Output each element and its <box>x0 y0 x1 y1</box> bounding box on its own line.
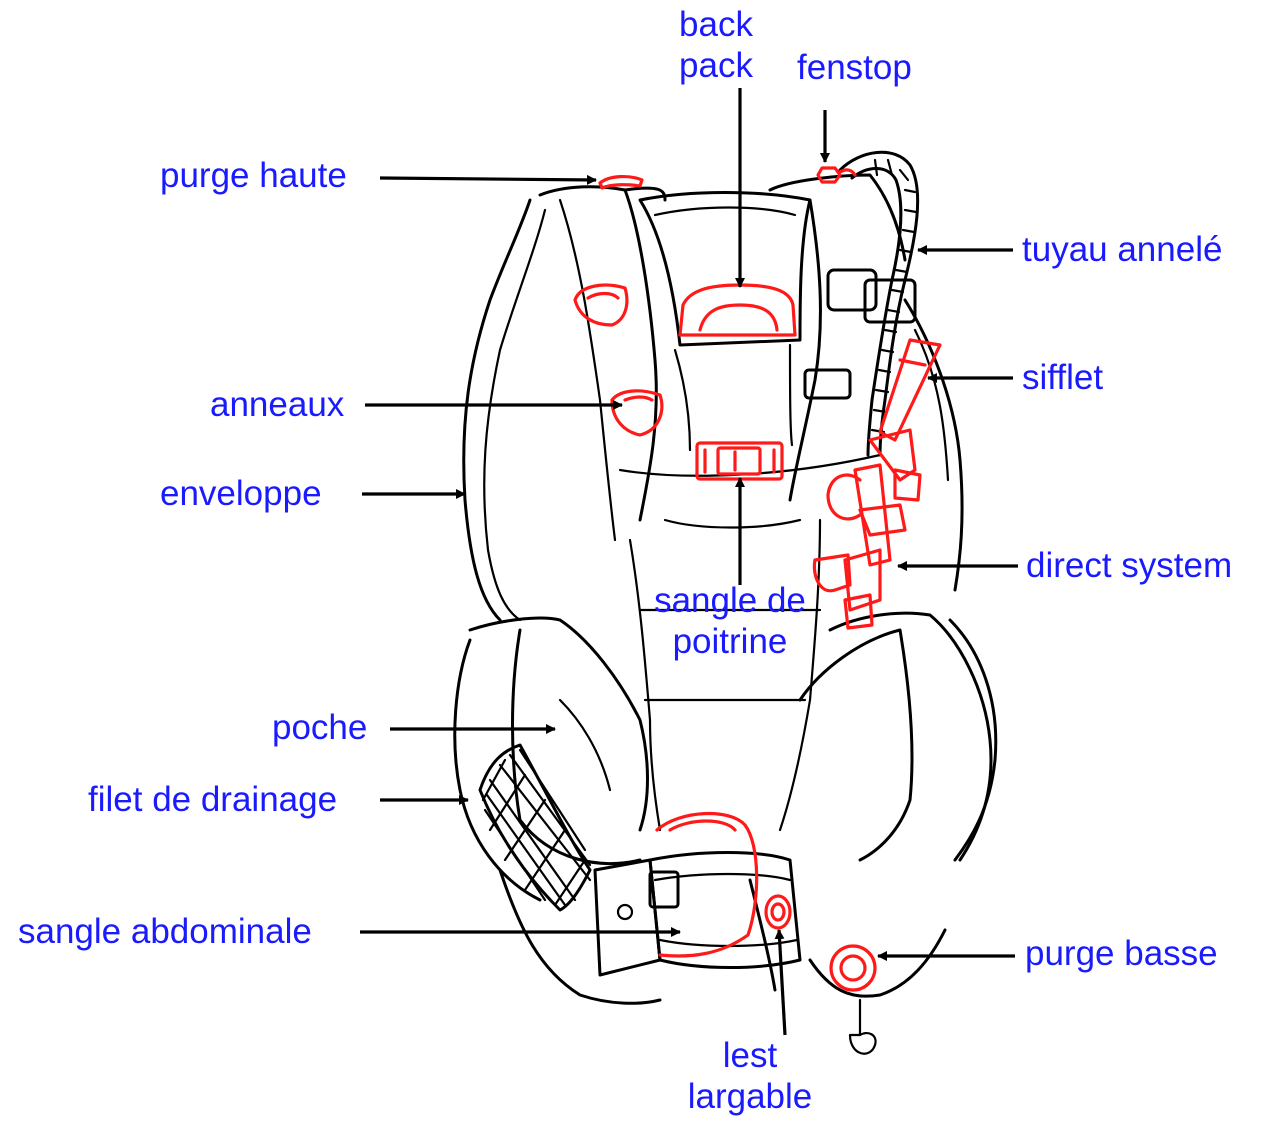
d-ring-upper <box>575 285 627 325</box>
whistle <box>880 340 940 440</box>
label-back-pack: back pack <box>668 4 764 87</box>
red-components <box>575 168 940 990</box>
waist-loop <box>657 814 757 956</box>
label-anneaux: anneaux <box>210 384 344 425</box>
label-sangle-de-poitrine: sangle de poitrine <box>642 580 818 663</box>
label-sangle-de-poitrine-line1: sangle de <box>642 580 818 621</box>
purge-haute-valve <box>600 177 642 188</box>
corrugated-hose <box>805 152 918 455</box>
leader-lines <box>360 88 1018 1035</box>
drainage-net <box>480 745 590 910</box>
label-poche: poche <box>272 707 367 748</box>
label-sangle-abdominale: sangle abdominale <box>18 911 312 952</box>
label-direct-system: direct system <box>1026 545 1232 586</box>
label-lest-largable: lest largable <box>670 1035 830 1118</box>
label-back-pack-line2: pack <box>668 45 764 86</box>
weight-release-handle <box>766 896 790 928</box>
label-sifflet: sifflet <box>1022 357 1103 398</box>
label-sangle-de-poitrine-line2: poitrine <box>642 621 818 662</box>
purge-basse-valve <box>831 946 875 990</box>
direct-system-inflator <box>814 430 920 628</box>
label-lest-largable-line2: largable <box>670 1076 830 1117</box>
label-back-pack-line1: back <box>668 4 764 45</box>
label-tuyau-annele: tuyau annelé <box>1022 229 1222 270</box>
label-enveloppe: enveloppe <box>160 473 322 514</box>
label-filet-de-drainage: filet de drainage <box>88 779 337 820</box>
label-fenstop: fenstop <box>797 47 912 88</box>
label-purge-basse: purge basse <box>1025 933 1218 974</box>
label-purge-haute: purge haute <box>160 155 347 196</box>
label-lest-largable-line1: lest <box>670 1035 830 1076</box>
